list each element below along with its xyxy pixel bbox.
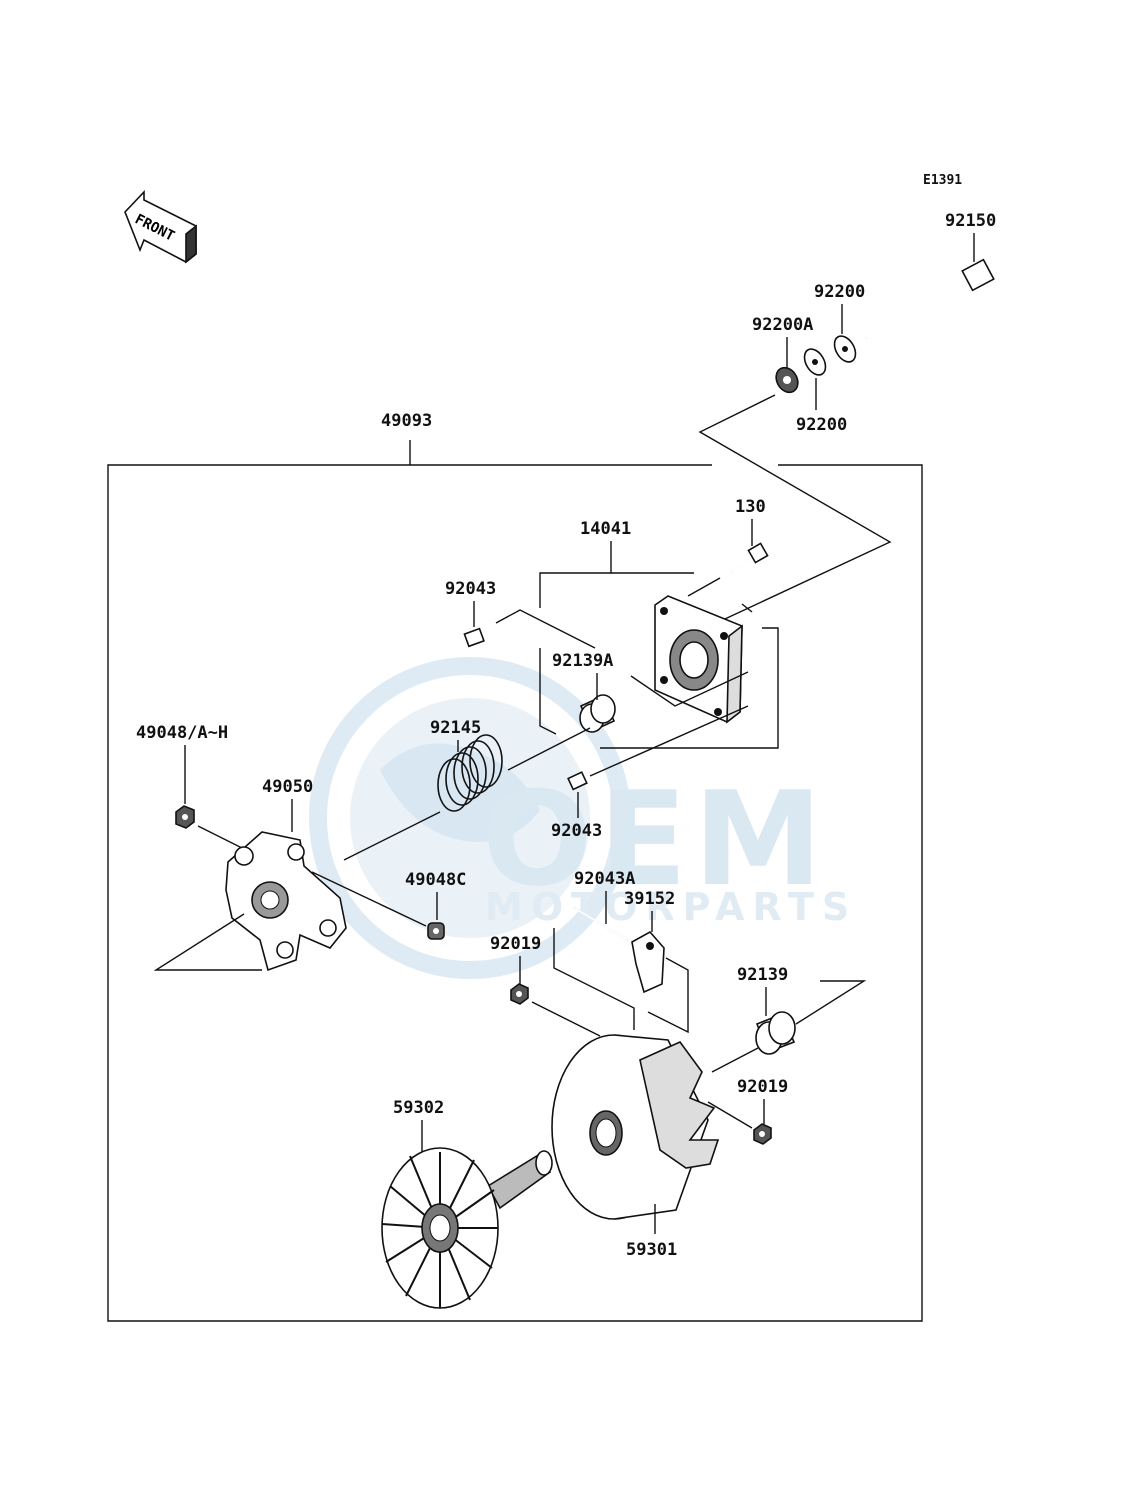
label-92043a: 92043A <box>574 869 635 889</box>
label-92200-bottom: 92200 <box>796 415 847 435</box>
label-92019-left: 92019 <box>490 934 541 954</box>
nut-92019-left <box>510 983 529 1005</box>
front-arrow-icon: FRONT <box>124 189 197 264</box>
diagram-code: E1391 <box>923 173 962 188</box>
pin-92043a <box>573 907 629 941</box>
label-39152: 39152 <box>624 889 675 909</box>
label-49048: 49048/A~H <box>136 723 228 743</box>
bolt-92150 <box>865 258 995 340</box>
nut-92019-right <box>753 1123 772 1145</box>
label-92043-top: 92043 <box>445 579 496 599</box>
label-59302: 59302 <box>393 1098 444 1118</box>
label-130: 130 <box>735 497 766 517</box>
cap-49048c <box>427 922 445 940</box>
label-49050: 49050 <box>262 777 313 797</box>
label-92150: 92150 <box>945 211 996 231</box>
washer-92200-top <box>833 335 857 363</box>
pin-92043-top <box>463 627 485 648</box>
label-92139a: 92139A <box>552 651 613 671</box>
label-59301: 59301 <box>626 1240 677 1260</box>
label-92139: 92139 <box>737 965 788 985</box>
washer-92200-bottom <box>803 348 827 376</box>
cover-14041 <box>654 595 743 724</box>
weight-39152 <box>631 930 665 994</box>
screw-130 <box>731 542 769 573</box>
label-49048c: 49048C <box>405 870 466 890</box>
sheave-59302 <box>381 1147 553 1309</box>
label-14041: 14041 <box>580 519 631 539</box>
bushing-92139a <box>579 694 616 733</box>
bushing-92139 <box>755 1011 796 1055</box>
label-92200a: 92200A <box>752 315 813 335</box>
sheave-59301 <box>551 1034 720 1220</box>
label-92043-mid: 92043 <box>551 821 602 841</box>
spider-49050 <box>225 831 347 972</box>
watermark-sub: MOTORPARTS <box>485 885 857 929</box>
assembly-box-49093 <box>107 440 923 1322</box>
label-92145: 92145 <box>430 718 481 738</box>
washer-92200a <box>775 366 799 394</box>
pin-92043-mid <box>567 771 588 791</box>
label-49093: 49093 <box>381 411 432 431</box>
spring-92145 <box>437 734 503 812</box>
label-92200-top: 92200 <box>814 282 865 302</box>
nut-49048 <box>175 805 195 829</box>
svg-text:OEM: OEM <box>482 763 829 915</box>
label-92019-right: 92019 <box>737 1077 788 1097</box>
